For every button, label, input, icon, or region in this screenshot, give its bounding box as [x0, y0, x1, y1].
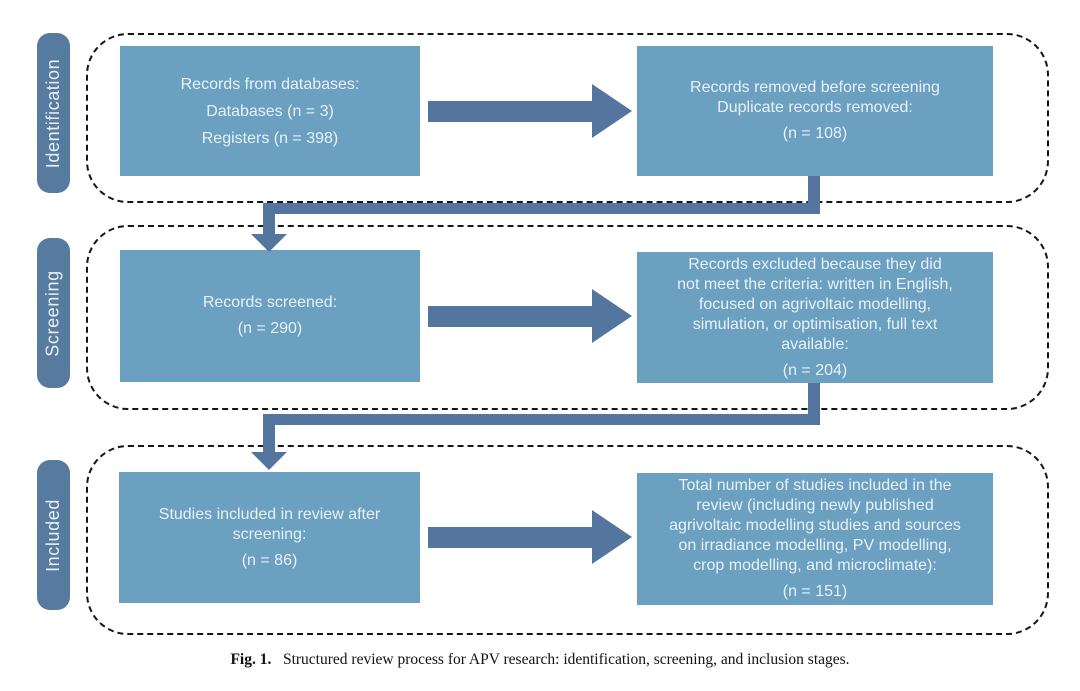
arrow-right-head-icon: [592, 510, 632, 564]
stage-label-identification-text: Identification: [43, 58, 63, 168]
box-text-line: available:: [781, 335, 849, 353]
box-text-line: Records screened:: [202, 294, 338, 311]
figure-caption-text: Structured review process for APV resear…: [282, 651, 850, 668]
records-screened-box: Records screened: (n = 290): [120, 250, 420, 382]
box-text-line: Studies included in review after: [158, 505, 381, 523]
arrow-right-head-icon: [592, 289, 632, 343]
box-count: (n = 108): [782, 125, 848, 142]
screening-stage-outline: [86, 225, 1049, 410]
figure-caption-label: Fig. 1.: [230, 651, 272, 668]
studies-included-box: Studies included in review after screeni…: [119, 472, 420, 603]
elbow-connector-segment: [263, 203, 275, 234]
box-text-line: Duplicate records removed:: [717, 99, 913, 116]
figure-caption: Fig. 1. Structured review process for AP…: [0, 651, 1080, 669]
box-text-line: on irradiance modelling, PV modelling,: [678, 537, 952, 554]
box-text-line: Records excluded because they did: [688, 255, 942, 273]
box-text-line: simulation, or optimisation, full text: [692, 315, 938, 333]
arrow-right-head-icon: [592, 84, 632, 138]
identification-stage-outline: [86, 33, 1049, 203]
stage-label-included-text: Included: [43, 498, 64, 572]
arrow-down-head-icon: [251, 452, 287, 470]
box-text-line: not meet the criteria: written in Englis…: [677, 275, 953, 293]
arrow-right-icon: [428, 527, 592, 548]
stage-label-screening: Screening: [37, 238, 70, 388]
records-excluded-box: Records excluded because they did not me…: [637, 252, 993, 383]
box-text-line: Records from databases:: [180, 75, 360, 93]
box-count: (n = 290): [237, 320, 303, 337]
box-count: (n = 151): [782, 583, 848, 600]
records-from-databases-box: Records from databases: Databases (n = 3…: [120, 46, 420, 176]
stage-label-identification: Identification: [37, 33, 70, 193]
elbow-connector-segment: [263, 414, 820, 425]
arrow-right-icon: [428, 101, 592, 122]
box-text-line: crop modelling, and microclimate):: [693, 557, 937, 574]
box-text-line: Records removed before screening: [690, 79, 940, 96]
box-text-line: screening:: [232, 525, 307, 543]
box-text-line: Registers (n = 398): [201, 129, 339, 147]
arrow-right-icon: [428, 306, 592, 327]
box-text-line: review (including newly published: [696, 497, 934, 514]
elbow-connector-segment: [263, 414, 275, 452]
stage-label-included: Included: [37, 460, 70, 610]
total-studies-box: Total number of studies included in the …: [637, 473, 993, 605]
box-text-line: Databases (n = 3): [206, 102, 334, 120]
included-stage-outline: [86, 445, 1049, 635]
box-text-line: focused on agrivoltaic modelling,: [698, 295, 932, 313]
stage-label-screening-text: Screening: [43, 269, 64, 357]
box-text-line: Total number of studies included in the: [678, 477, 952, 494]
box-count: (n = 204): [782, 361, 848, 379]
arrow-down-head-icon: [251, 234, 287, 252]
box-text-line: agrivoltaic modelling studies and source…: [669, 517, 961, 534]
records-removed-box: Records removed before screening Duplica…: [637, 46, 993, 176]
box-count: (n = 86): [241, 551, 298, 569]
elbow-connector-segment: [263, 203, 820, 214]
